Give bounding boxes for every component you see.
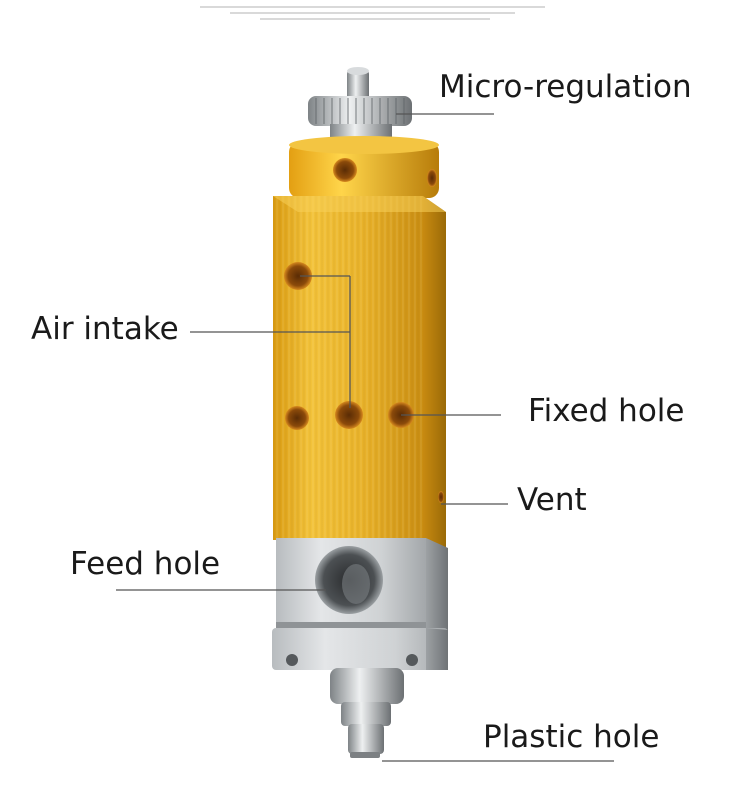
- label-air-intake: Air intake: [31, 311, 179, 347]
- gold-cap: [289, 136, 439, 198]
- label-feed-hole: Feed hole: [70, 546, 221, 582]
- micro-regulation-knob: [308, 96, 412, 146]
- leader-lines: [116, 113, 614, 762]
- label-fixed-hole: Fixed hole: [528, 393, 685, 429]
- label-plastic-hole: Plastic hole: [483, 719, 660, 755]
- vent-hole: [438, 491, 444, 503]
- label-vent: Vent: [517, 482, 587, 518]
- plastic-nozzle: [330, 668, 404, 758]
- label-micro-regulation: Micro-regulation: [439, 69, 692, 105]
- air-intake-hole: [284, 262, 312, 290]
- gold-body: [273, 196, 446, 548]
- feed-hole: [315, 546, 383, 614]
- fine-print: [200, 6, 545, 20]
- adjustment-pin: [347, 67, 369, 100]
